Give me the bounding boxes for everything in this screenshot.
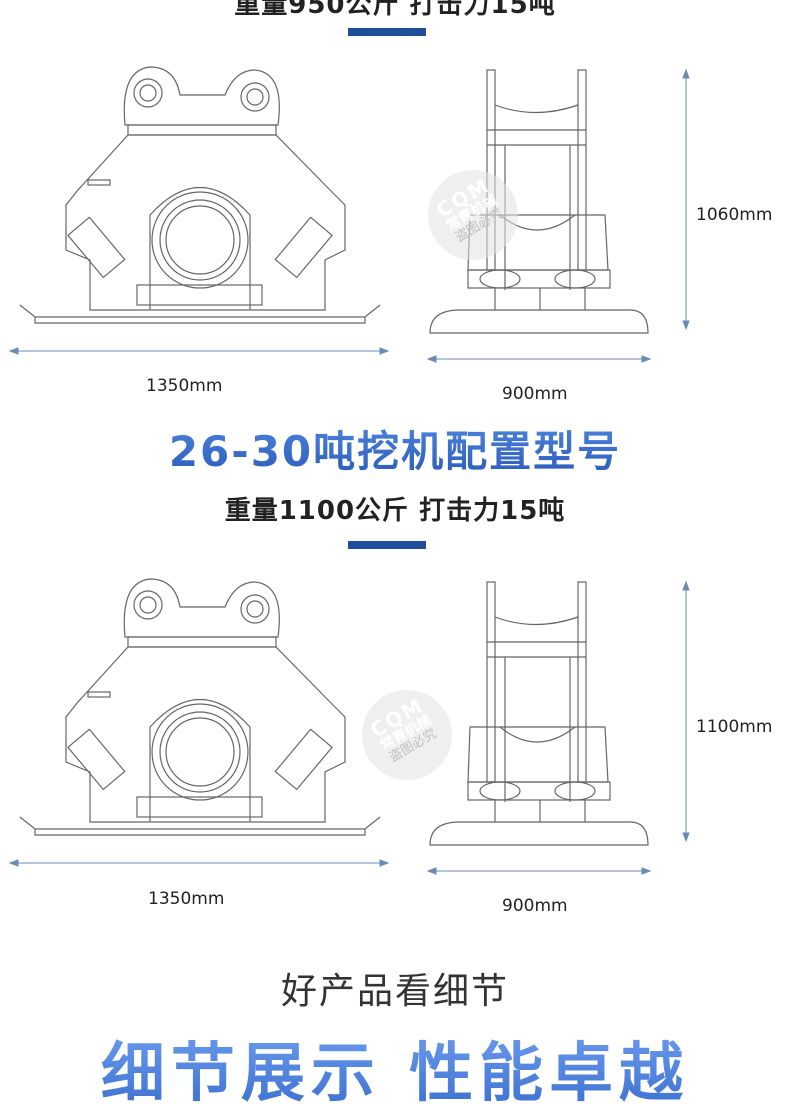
width-dimension: 1350mm: [148, 889, 225, 909]
accent-bar-2: [348, 541, 426, 549]
compactor-drawing-2: 1350mm 900mm 1100mm: [0, 567, 790, 927]
compactor-technical-drawing: [8, 578, 690, 875]
spec-line-2: 重量1100公斤 打击力15吨: [224, 496, 566, 526]
details-subtitle: 好产品看细节: [280, 971, 509, 1012]
width-dimension: 1350mm: [146, 376, 223, 396]
compactor-drawing-1: 1350mm 900mm 1060mm: [0, 55, 790, 415]
height-dimension: 1100mm: [696, 717, 773, 737]
details-title: 细节展示 性能卓越: [0, 1022, 790, 1114]
section-heading: 26-30吨挖机配置型号: [0, 418, 790, 479]
compactor-technical-drawing: [8, 66, 690, 363]
spec-line-1: 重量950公斤 打击力15吨: [234, 0, 556, 20]
height-dimension: 1060mm: [696, 205, 773, 225]
depth-dimension: 900mm: [502, 384, 568, 404]
depth-dimension: 900mm: [502, 896, 568, 916]
accent-bar-1: [348, 28, 426, 36]
